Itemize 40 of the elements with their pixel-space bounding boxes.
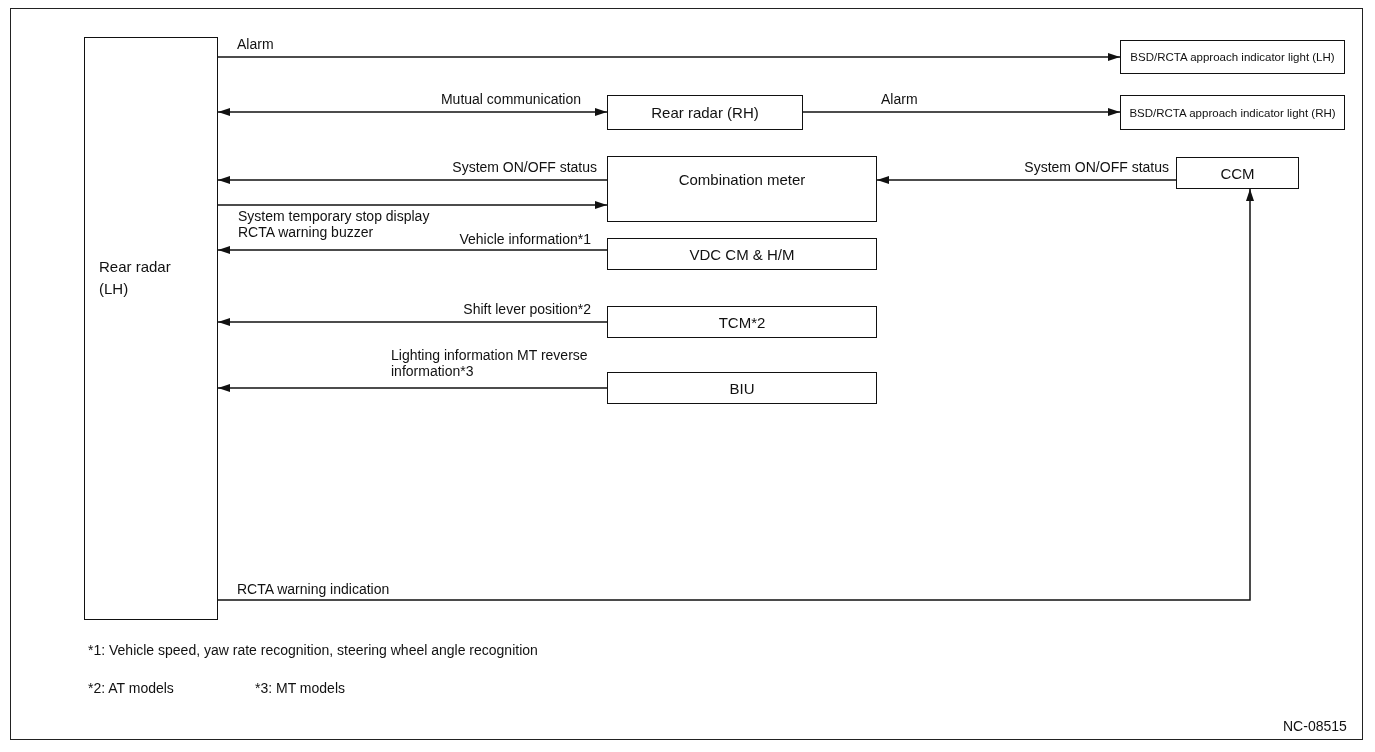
block-label: CCM — [1220, 164, 1255, 182]
edge-label: Mutual communication — [439, 91, 582, 107]
note-text: *1: Vehicle speed, yaw rate recognition, steering wheel angle recognition — [88, 642, 538, 658]
block-label: Rear radar (RH) — [651, 104, 759, 121]
block-box — [1176, 157, 1299, 189]
block-label: Rear radar (LH) — [99, 257, 172, 299]
block-box — [84, 37, 218, 620]
arrow — [802, 108, 1121, 116]
arrow — [217, 201, 608, 209]
block-box — [607, 156, 877, 222]
block-label: VDC CM & H/M — [689, 245, 795, 263]
edge-label: System ON/OFF status — [451, 159, 598, 175]
edge-label: Alarm — [880, 91, 919, 107]
arrow — [217, 108, 608, 116]
block-box — [1120, 95, 1345, 130]
arrow — [876, 176, 1177, 184]
note-text: NC-08515 — [1283, 718, 1347, 734]
block-box — [607, 95, 803, 130]
edge-label: RCTA warning indication — [236, 581, 391, 597]
block-label: TCM*2 — [718, 313, 766, 331]
arrow — [217, 53, 1121, 61]
edge-label: Shift lever position*2 — [462, 301, 592, 317]
block-box — [1120, 40, 1345, 74]
block-box — [607, 238, 877, 270]
edge-label: System ON/OFF status — [1023, 159, 1170, 175]
block-label: Combination meter — [678, 171, 806, 188]
arrow — [217, 176, 608, 184]
edge-label: Alarm — [236, 36, 275, 52]
block-label: BIU — [729, 379, 755, 397]
arrow — [217, 188, 1254, 601]
block-label: BSD/RCTA approach indicator light (LH) — [1130, 51, 1335, 63]
block-box — [607, 306, 877, 338]
note-text: *3: MT models — [255, 680, 345, 696]
arrow — [217, 318, 608, 326]
block-label: BSD/RCTA approach indicator light (RH) — [1129, 106, 1336, 119]
edge-label: Vehicle information*1 — [458, 231, 592, 247]
block-box — [607, 372, 877, 404]
arrow — [217, 246, 608, 254]
note-text: *2: AT models — [88, 680, 174, 696]
arrow — [217, 384, 608, 392]
